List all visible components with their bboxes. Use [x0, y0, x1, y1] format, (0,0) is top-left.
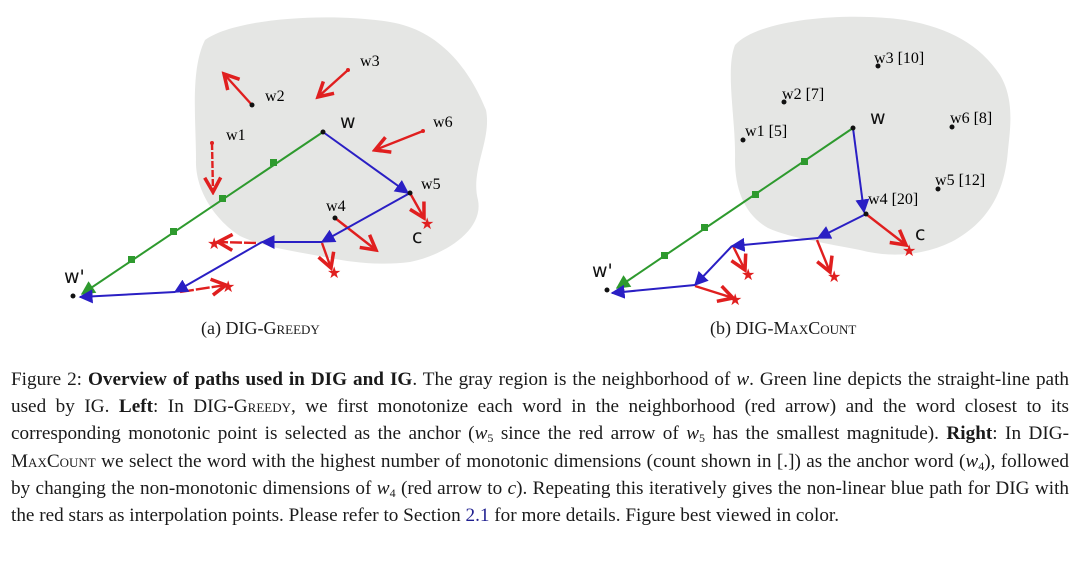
interpolation-stars: ★ ★ ★ ★ [207, 214, 434, 296]
caption-title: Overview of paths used in DIG and IG [87, 369, 413, 390]
monotonize-arrows [179, 69, 424, 292]
ig-interpolation-point [801, 158, 808, 165]
ig-interpolation-point [701, 224, 708, 231]
subcaption-b: (b) DIG-MaxCount [710, 318, 857, 338]
label-c: c [915, 223, 925, 245]
label-w4-count: w4[20] [868, 191, 918, 208]
label-w1-count: w1[5] [745, 123, 787, 140]
section-link[interactable]: 2.1 [465, 505, 490, 527]
star-icon: ★ [327, 263, 341, 282]
label-w: w [340, 111, 356, 133]
word-labels: w w1 w2 w3 w4 w5 w6 c w' [64, 53, 453, 288]
star-icon: ★ [221, 277, 235, 296]
label-c: c [412, 226, 422, 248]
word-points [604, 63, 955, 293]
label-w3-count: w3[10] [874, 50, 924, 67]
label-w1: w1 [226, 127, 246, 144]
label-w6-count: w6[8] [950, 110, 992, 127]
ig-interpolation-point [752, 191, 759, 198]
subcaption-a: (a) DIG-Greedy [201, 318, 320, 338]
figure-caption: Figure 2: Overview of paths used in DIG … [11, 369, 1069, 527]
word-points [70, 68, 425, 299]
label-w-prime: w' [592, 260, 613, 282]
ig-interpolation-point [661, 252, 668, 259]
dig-path [78, 131, 411, 304]
interpolation-stars: ★ ★ ★ ★ [728, 241, 916, 309]
ig-straight-path [615, 127, 854, 289]
label-w2-count: w2[7] [782, 86, 824, 103]
label-w4: w4 [326, 198, 346, 215]
caption-label: Figure 2: [11, 369, 82, 390]
neighborhood-region [730, 16, 1011, 255]
dig-path [610, 127, 870, 299]
panel-b-dig-maxcount: ★ ★ ★ ★ w w1[5] w2[7] w3[10] w4[20] w5[1… [592, 16, 1011, 309]
ig-interpolation-point [219, 195, 226, 202]
star-icon: ★ [207, 234, 221, 253]
figure-2-diagrams: ★ ★ ★ ★ w w1 w2 w3 w4 w5 w6 c w' [64, 16, 1011, 309]
star-icon: ★ [902, 241, 916, 260]
label-w5-count: w5[12] [935, 172, 985, 189]
ig-straight-path [80, 131, 324, 295]
ig-interpolation-point [170, 228, 177, 235]
ig-interpolation-point [270, 159, 277, 166]
panel-a-dig-greedy: ★ ★ ★ ★ w w1 w2 w3 w4 w5 w6 c w' [64, 17, 488, 304]
star-icon: ★ [728, 290, 742, 309]
word-labels: w w1[5] w2[7] w3[10] w4[20] w5[12] w6[8]… [592, 50, 992, 282]
label-w5: w5 [421, 176, 441, 193]
label-w3: w3 [360, 53, 380, 70]
star-icon: ★ [827, 267, 841, 286]
label-w6: w6 [433, 114, 453, 131]
ig-interpolation-point [128, 256, 135, 263]
label-w: w [870, 107, 886, 129]
label-w2: w2 [265, 88, 285, 105]
label-w-prime: w' [64, 266, 85, 288]
star-icon: ★ [741, 265, 755, 284]
star-icon: ★ [420, 214, 434, 233]
